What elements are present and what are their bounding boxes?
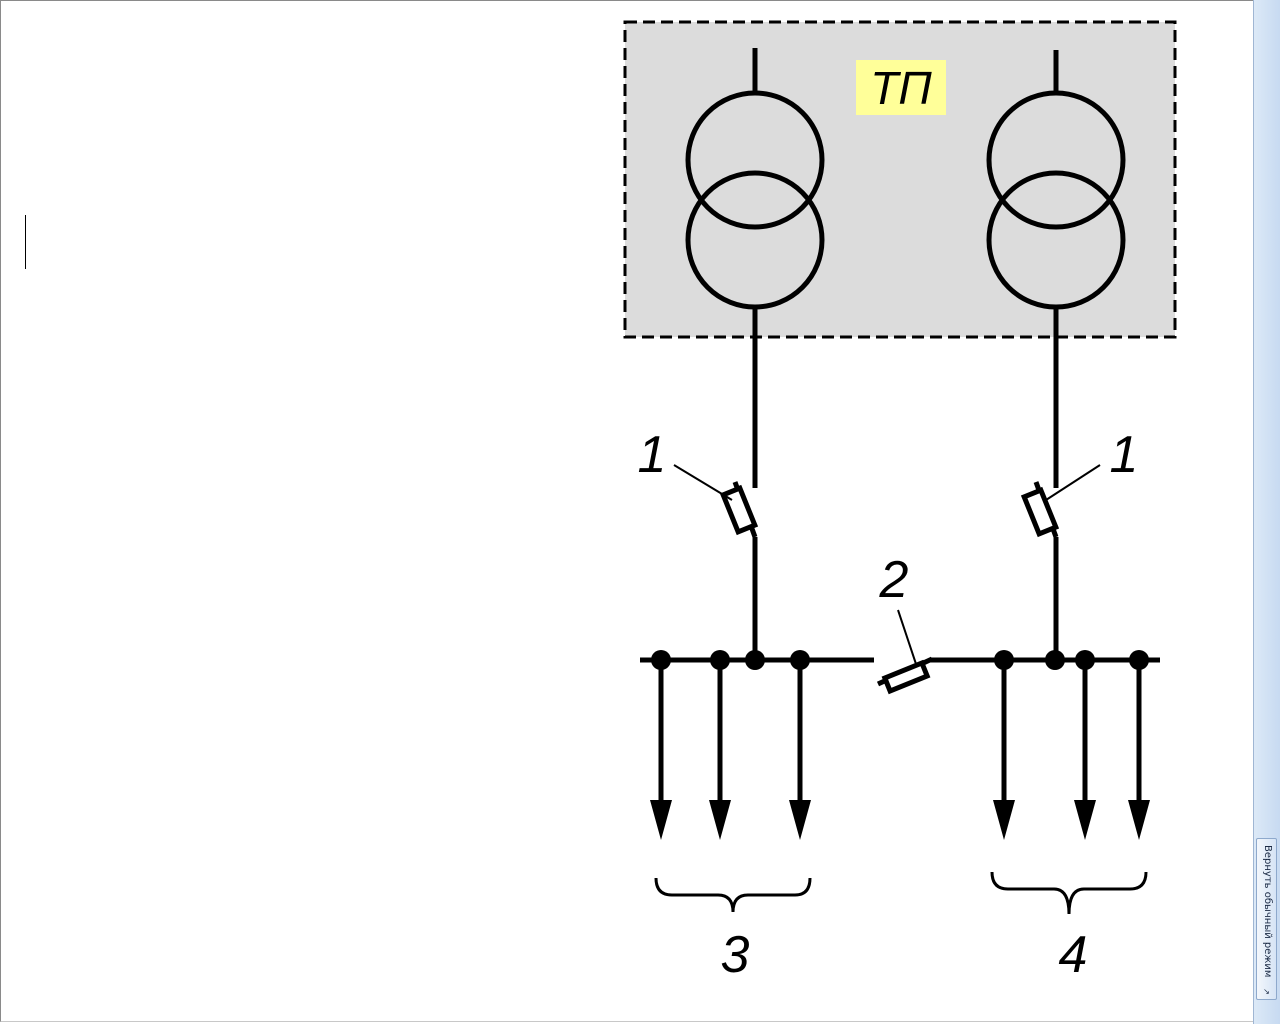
- substation-label: ТП: [870, 62, 932, 114]
- group-left-label: 3: [721, 926, 750, 984]
- return-normal-mode-button[interactable]: Вернуть обычный режим ↘: [1256, 838, 1277, 1000]
- breaker-right: [1020, 481, 1060, 660]
- breaker-left: [719, 481, 759, 660]
- breaker-left-leader: [673, 464, 733, 501]
- group-right-label: 4: [1059, 926, 1088, 984]
- sectional-breaker-leader: [897, 609, 917, 665]
- sectional-breaker-label: 2: [879, 551, 909, 609]
- breaker-right-label: 1: [1110, 426, 1139, 484]
- substation-label-highlight: [856, 60, 946, 115]
- transformer-left: [685, 48, 825, 488]
- return-button-label: Вернуть обычный режим: [1262, 845, 1273, 978]
- sectional-breaker: [876, 656, 934, 695]
- feeders-left: [650, 650, 811, 840]
- electrical-diagram: ТП 1 1 2: [623, 20, 1177, 984]
- brace-right: [990, 871, 1148, 915]
- breaker-left-label: 1: [638, 426, 667, 484]
- feeders-right: [993, 650, 1150, 840]
- brace-left: [654, 877, 812, 913]
- breaker-right-leader: [1045, 464, 1101, 501]
- text-cursor: [25, 215, 26, 269]
- arrow-icon: ↘: [1263, 987, 1270, 996]
- transformer-right: [986, 50, 1126, 488]
